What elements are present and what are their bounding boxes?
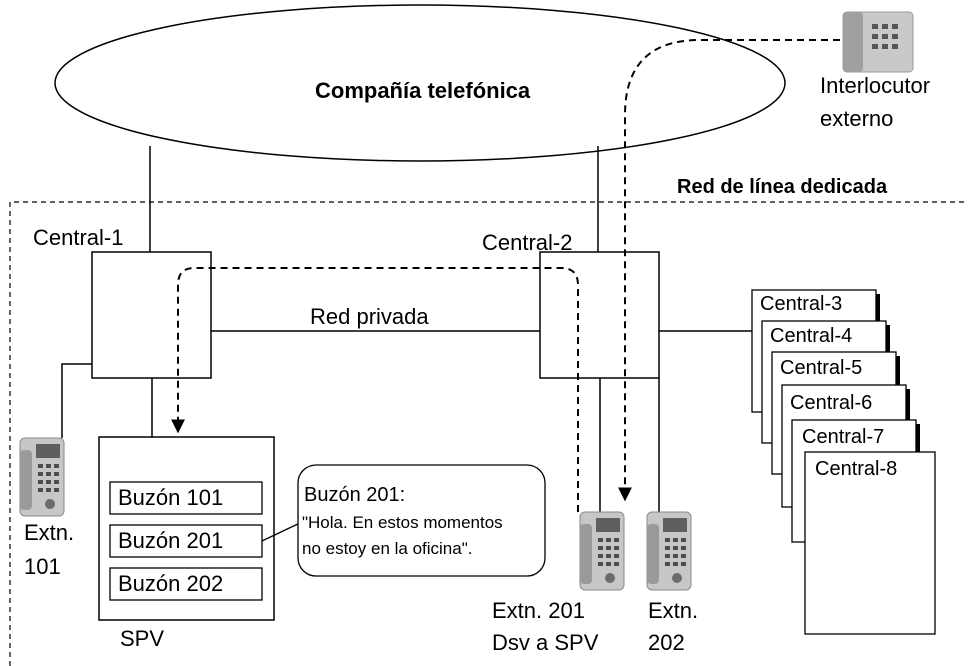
dedicated-network-boundary	[9, 201, 968, 666]
ext101-label-line1: Extn.	[24, 520, 75, 545]
ext101-label-line2: 101	[24, 554, 61, 579]
central2-label: Central-2	[482, 230, 573, 255]
mailbox-202-box	[109, 567, 263, 601]
telco-cloud-label: Compañía telefónica	[315, 78, 531, 103]
phone-ext202-icon	[646, 511, 692, 591]
call-path-external-to-ext201	[618, 39, 840, 502]
central1-label: Central-1	[33, 225, 124, 250]
mailbox-201-label: Buzón 201	[118, 528, 224, 553]
external-party-label-line2: externo	[820, 106, 894, 131]
mailbox-202-label: Buzón 202	[118, 571, 224, 596]
callout-line2: no estoy en la oficina".	[302, 539, 473, 558]
central6-label: Central-6	[790, 392, 873, 414]
telco-cloud	[54, 4, 786, 162]
callout-line1: "Hola. En estos momentos	[302, 513, 503, 532]
private-network-label: Red privada	[310, 304, 429, 329]
phone-ext101-icon	[19, 437, 65, 517]
dedicated-network-label: Red de línea dedicada	[677, 176, 888, 198]
central-stack	[751, 289, 936, 635]
line-central1-ext101	[61, 363, 92, 438]
central5-label: Central-5	[780, 357, 863, 379]
phone-ext201-icon	[579, 511, 625, 591]
central7-label: Central-7	[802, 426, 885, 448]
ext202-label-line1: Extn.	[648, 598, 699, 623]
central8-label: Central-8	[815, 458, 898, 480]
ext202-label-line2: 202	[648, 630, 685, 655]
external-party-label-line1: Interlocutor	[820, 73, 931, 98]
callout-connector	[261, 521, 303, 542]
mailbox-101-label: Buzón 101	[118, 485, 224, 510]
central4-label: Central-4	[770, 325, 853, 347]
ext201-label-line1: Extn. 201	[492, 598, 585, 623]
central3-label: Central-3	[760, 293, 843, 315]
ext201-label-line2: Dsv a SPV	[492, 630, 599, 655]
mailbox-201-box	[109, 524, 263, 558]
mailbox-101-box	[109, 481, 263, 515]
central1-box	[91, 251, 212, 379]
phone-external-icon	[842, 11, 914, 73]
spv-label: SPV	[120, 626, 165, 651]
forward-path-ext201-to-spv	[171, 267, 579, 512]
callout-bubble	[297, 464, 546, 577]
central2-box	[539, 251, 660, 379]
callout-title: Buzón 201:	[304, 484, 406, 506]
